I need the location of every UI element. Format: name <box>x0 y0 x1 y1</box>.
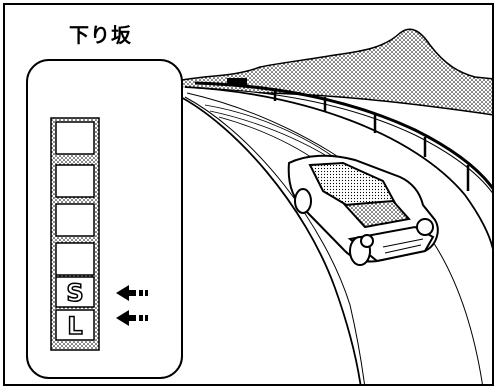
guardrail <box>194 81 492 190</box>
gear-slot-1 <box>55 121 95 155</box>
downhill-scene: S L <box>26 28 492 384</box>
car <box>287 154 439 266</box>
mountain-range <box>176 28 492 116</box>
gear-slot-3 <box>55 203 95 237</box>
gear-slot-s <box>55 276 95 308</box>
road-right-edge <box>184 86 492 250</box>
illustration-frame: 下り坂 <box>3 3 494 386</box>
page-title: 下り坂 <box>69 23 132 47</box>
arrow-icon-l <box>116 310 148 326</box>
gear-column <box>50 117 100 351</box>
arrow-icon-s <box>116 285 148 301</box>
gear-label-l: L <box>67 312 82 340</box>
road-left-edge <box>176 94 362 384</box>
road-left-edge-inner <box>184 96 365 384</box>
gear-slot-l <box>55 309 95 341</box>
distant-car <box>227 78 247 85</box>
gear-slot-4 <box>55 242 95 276</box>
gear-slot-2 <box>55 164 95 198</box>
gear-label-s: S <box>66 279 83 307</box>
